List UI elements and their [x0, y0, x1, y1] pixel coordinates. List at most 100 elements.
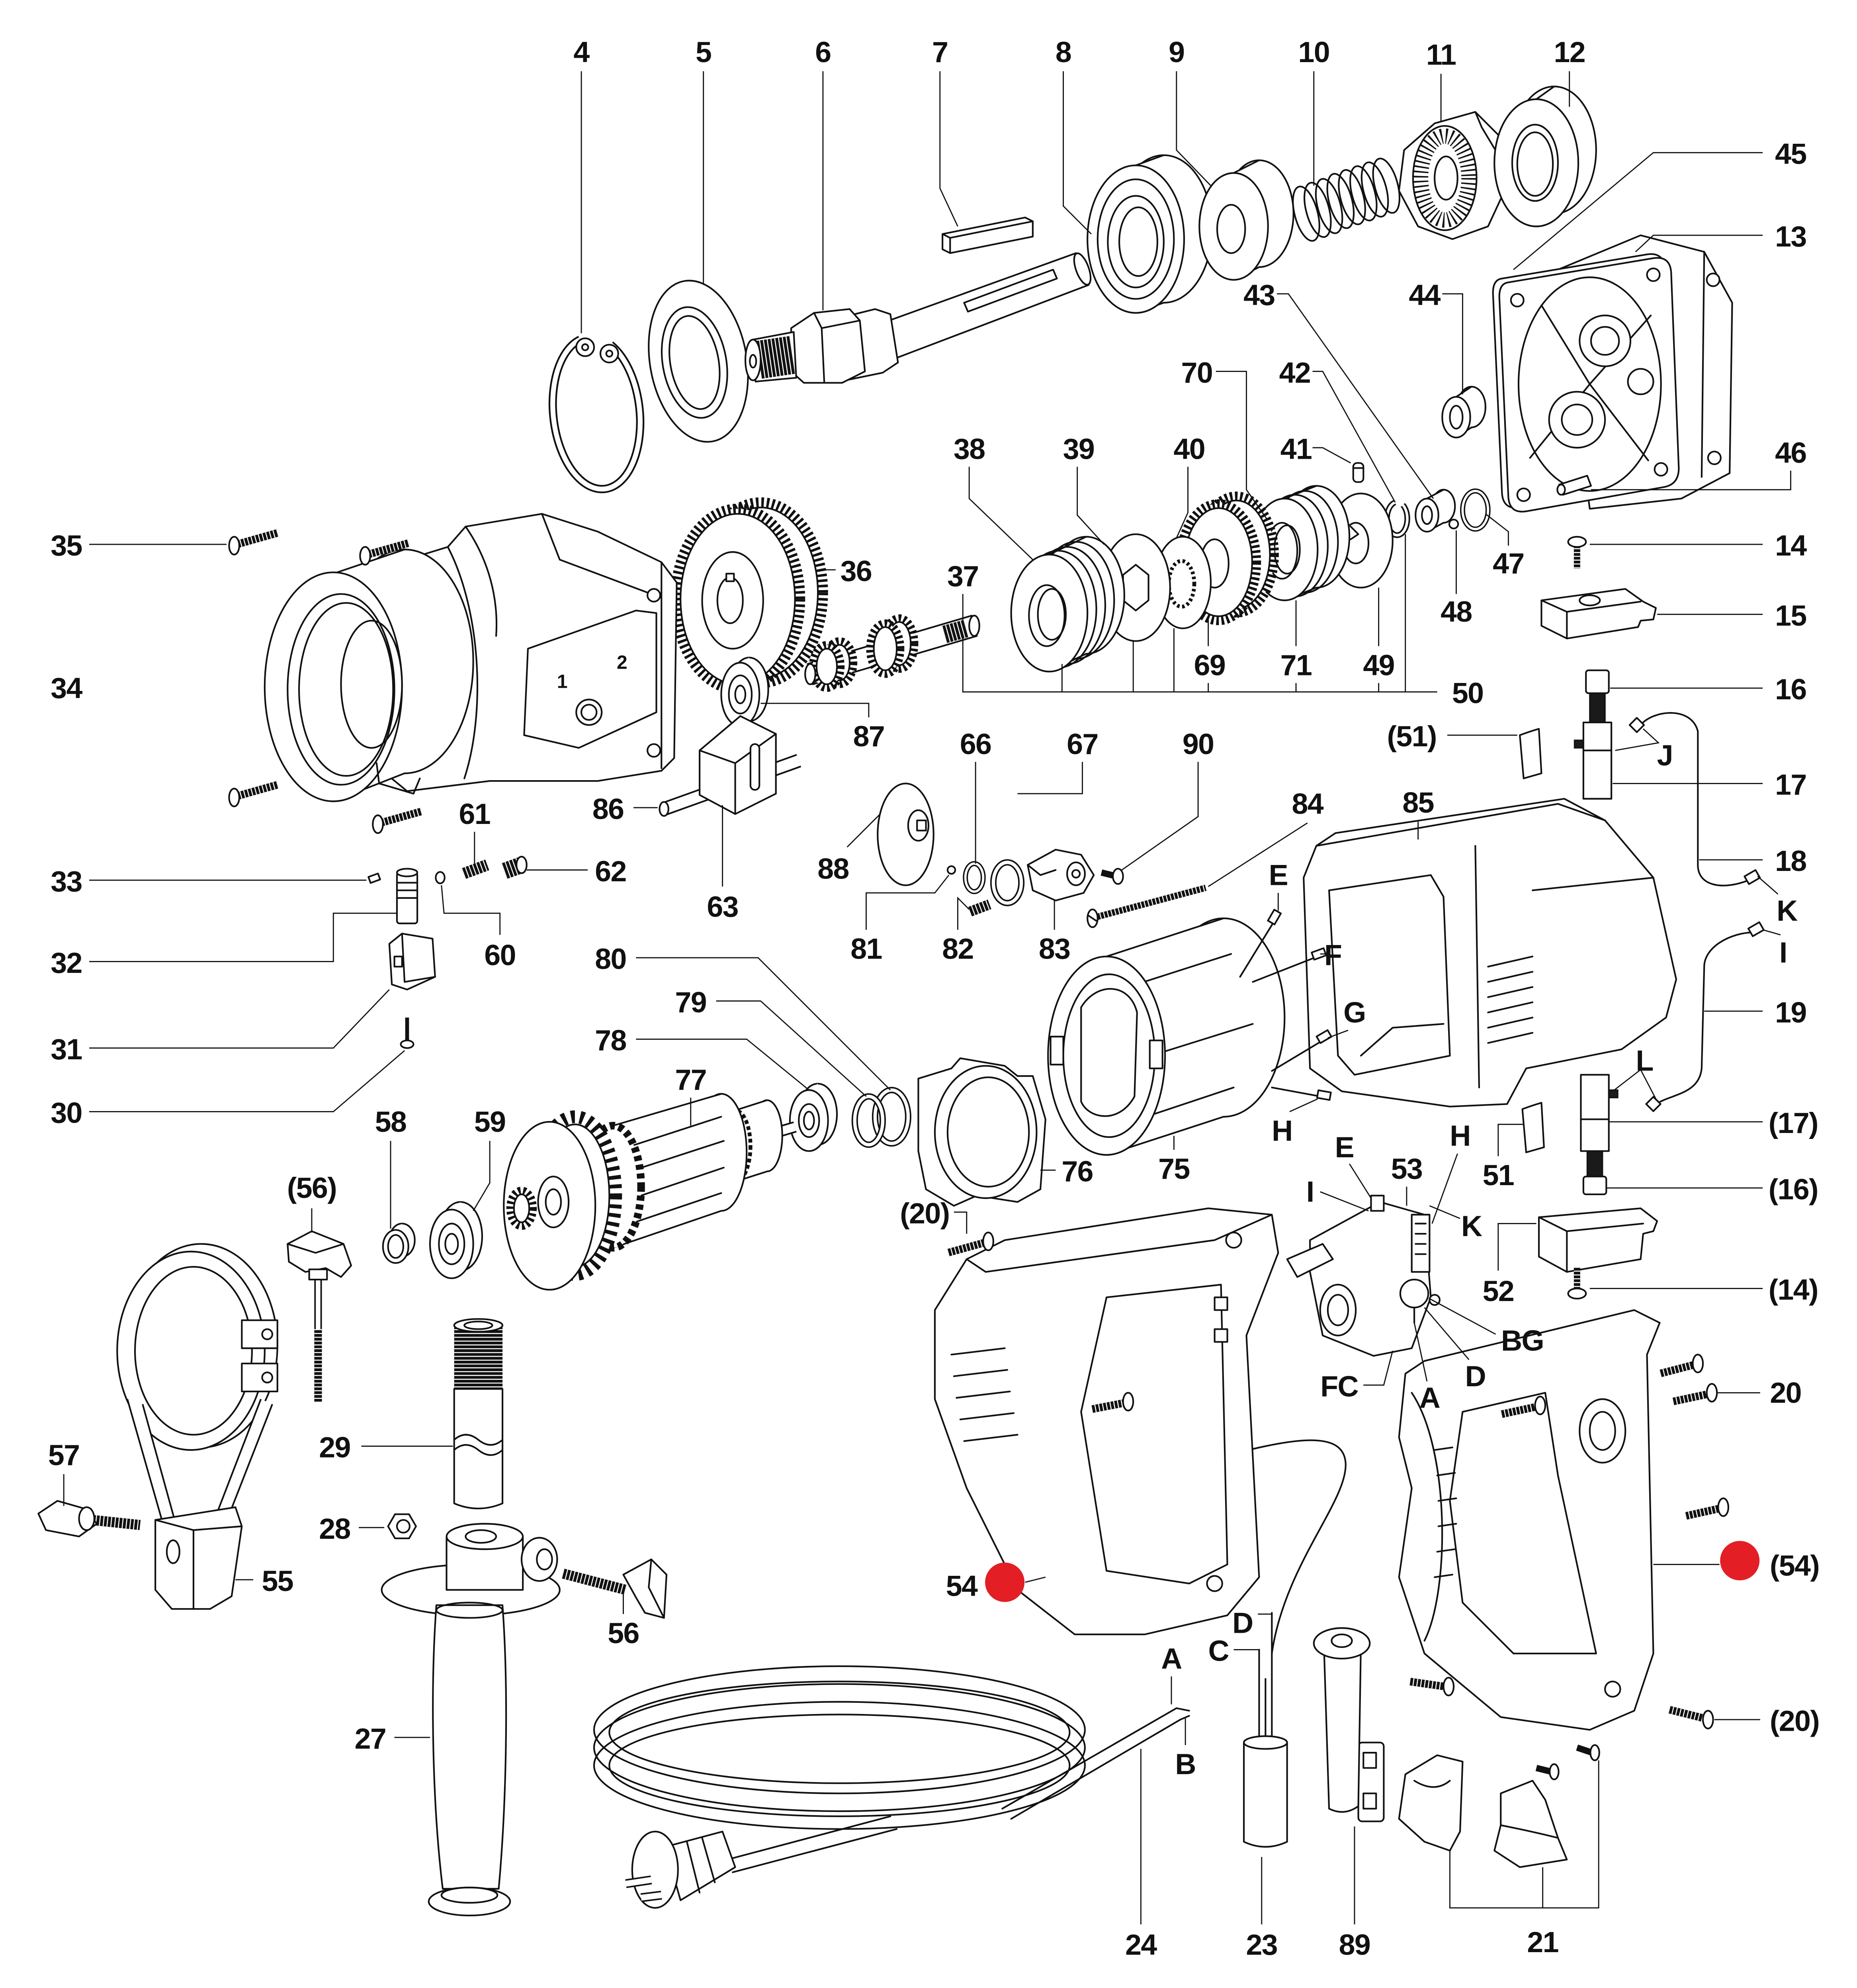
callout-51[interactable]: 51 — [1483, 1159, 1515, 1192]
callout-18[interactable]: 18 — [1775, 845, 1807, 877]
callout-50[interactable]: 50 — [1452, 677, 1484, 710]
callout-58[interactable]: 58 — [375, 1106, 407, 1138]
callout-77[interactable]: 77 — [675, 1064, 707, 1096]
callout-27[interactable]: 27 — [355, 1722, 387, 1755]
callout-8[interactable]: 8 — [1056, 36, 1072, 68]
callout-54-ref[interactable]: (54) — [1770, 1550, 1820, 1582]
highlight-markers — [985, 1541, 1760, 1602]
callout-21[interactable]: 21 — [1527, 1926, 1559, 1959]
callout-83[interactable]: 83 — [1039, 933, 1071, 965]
part-56-wing-screw — [561, 1558, 668, 1619]
part-85-motor-housing-shape — [1360, 1023, 1445, 1057]
callout-71[interactable]: 71 — [1280, 649, 1312, 681]
callout-60[interactable]: 60 — [484, 939, 516, 972]
callout-17[interactable]: 17 — [1775, 769, 1807, 801]
callout-42[interactable]: 42 — [1279, 356, 1311, 389]
callout-61[interactable]: 61 — [459, 798, 491, 830]
part-83-lever-shape — [1071, 869, 1081, 879]
callout-54[interactable]: 54 — [946, 1570, 979, 1603]
callout-62[interactable]: 62 — [595, 855, 627, 888]
callout-52[interactable]: 52 — [1483, 1275, 1515, 1307]
callout-20-ref-top[interactable]: (20) — [900, 1197, 950, 1230]
callout-56[interactable]: 56 — [608, 1617, 639, 1649]
callout-41[interactable]: 41 — [1280, 432, 1312, 465]
callout-76[interactable]: 76 — [1061, 1155, 1093, 1188]
callout-88[interactable]: 88 — [817, 852, 849, 885]
callout-31[interactable]: 31 — [51, 1033, 82, 1066]
callout-28[interactable]: 28 — [319, 1513, 351, 1545]
part-20-screw-top — [946, 1231, 994, 1257]
callout-29[interactable]: 29 — [319, 1431, 351, 1464]
callout-67[interactable]: 67 — [1067, 728, 1099, 760]
part-31-clip-shape — [393, 955, 403, 968]
callout-35[interactable]: 35 — [51, 529, 82, 562]
callout-37[interactable]: 37 — [947, 560, 979, 593]
callout-7[interactable]: 7 — [932, 36, 948, 68]
callout-4[interactable]: 4 — [573, 36, 590, 68]
part-75-field-stator-shape — [1271, 1086, 1321, 1098]
callout-78[interactable]: 78 — [595, 1024, 627, 1057]
callout-5[interactable]: 5 — [696, 36, 712, 68]
callout-49[interactable]: 49 — [1363, 649, 1395, 681]
callout-79[interactable]: 79 — [675, 986, 707, 1019]
callout-51-ref[interactable]: (51) — [1387, 720, 1437, 753]
callout-6[interactable]: 6 — [815, 36, 831, 68]
callout-20[interactable]: 20 — [1770, 1376, 1802, 1409]
part-34-gear-housing-shape — [523, 609, 657, 749]
highlight-marker-54-ref — [1720, 1541, 1760, 1581]
callout-81[interactable]: 81 — [850, 933, 882, 965]
callout-84[interactable]: 84 — [1292, 788, 1325, 820]
callout-39[interactable]: 39 — [1063, 432, 1095, 465]
callout-86[interactable]: 86 — [592, 792, 624, 825]
callout-33[interactable]: 33 — [51, 865, 82, 898]
callout-11[interactable]: 11 — [1426, 38, 1456, 71]
callout-16[interactable]: 16 — [1775, 673, 1807, 706]
callout-55[interactable]: 55 — [262, 1565, 293, 1597]
callout-13[interactable]: 13 — [1775, 220, 1807, 253]
callout-66[interactable]: 66 — [960, 728, 992, 760]
callout-75[interactable]: 75 — [1158, 1152, 1190, 1185]
callout-89[interactable]: 89 — [1339, 1928, 1371, 1961]
callout-70[interactable]: 70 — [1181, 356, 1213, 389]
callout-80[interactable]: 80 — [595, 943, 627, 975]
callout-82[interactable]: 82 — [942, 933, 974, 965]
callout-32[interactable]: 32 — [51, 947, 82, 979]
callout-19[interactable]: 19 — [1775, 996, 1807, 1029]
callout-87[interactable]: 87 — [853, 720, 885, 753]
callout-23[interactable]: 23 — [1246, 1928, 1278, 1961]
callout-34[interactable]: 34 — [51, 672, 83, 704]
callout-9[interactable]: 9 — [1169, 36, 1185, 68]
leader-50-bracket — [962, 636, 1437, 693]
part-56-knob-screw-upper — [287, 1230, 352, 1402]
callout-17-ref[interactable]: (17) — [1769, 1107, 1819, 1139]
callout-12[interactable]: 12 — [1554, 36, 1585, 68]
callout-30[interactable]: 30 — [51, 1097, 82, 1129]
callout-24[interactable]: 24 — [1125, 1928, 1158, 1961]
callout-20-ref-bottom[interactable]: (20) — [1770, 1704, 1820, 1737]
callout-48[interactable]: 48 — [1441, 595, 1472, 628]
callout-16-ref[interactable]: (16) — [1769, 1173, 1819, 1205]
callout-59[interactable]: 59 — [474, 1106, 506, 1138]
leader-41 — [1312, 447, 1351, 464]
callout-40[interactable]: 40 — [1173, 432, 1205, 465]
callout-14-ref[interactable]: (14) — [1769, 1274, 1819, 1306]
part-20-screws-right-handle-shape — [1692, 1354, 1704, 1374]
callout-63[interactable]: 63 — [707, 890, 739, 923]
callout-44[interactable]: 44 — [1409, 279, 1441, 311]
callout-38[interactable]: 38 — [954, 432, 985, 465]
callout-46[interactable]: 46 — [1775, 436, 1807, 469]
callout-53[interactable]: 53 — [1391, 1152, 1423, 1185]
callout-15[interactable]: 15 — [1775, 599, 1807, 632]
callout-36[interactable]: 36 — [841, 555, 872, 587]
callout-90[interactable]: 90 — [1183, 728, 1214, 760]
part-20-screws-right-handle-shape — [1706, 1383, 1718, 1403]
callout-47[interactable]: 47 — [1493, 547, 1525, 580]
callout-10[interactable]: 10 — [1298, 36, 1330, 68]
callout-57[interactable]: 57 — [48, 1439, 80, 1471]
callout-45[interactable]: 45 — [1775, 137, 1807, 170]
callout-85[interactable]: 85 — [1402, 786, 1434, 819]
callout-56-ref[interactable]: (56) — [287, 1172, 337, 1204]
callout-43[interactable]: 43 — [1243, 279, 1275, 311]
callout-69[interactable]: 69 — [1194, 649, 1226, 681]
callout-14[interactable]: 14 — [1775, 529, 1808, 562]
